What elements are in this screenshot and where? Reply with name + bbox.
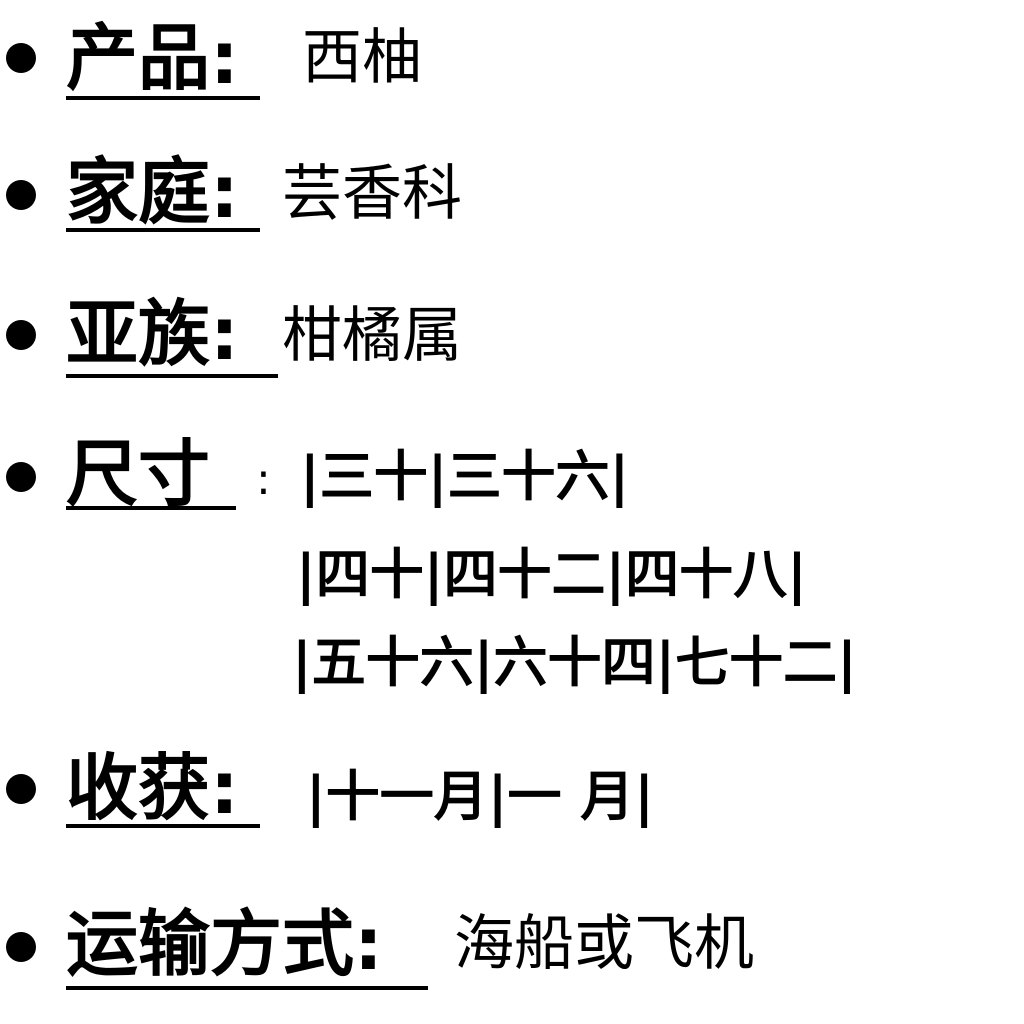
item-label: 产品: [66,16,239,100]
label-underline [66,824,260,828]
item-separator: : [256,454,271,505]
item-label: 运输方式: [66,902,383,986]
item-value: |十一月|一 月| [306,765,654,828]
label-underline [66,96,260,100]
label-underline [66,986,428,990]
label-underline [66,374,278,378]
item-value: 西柚 [302,23,422,93]
bullet-icon [6,462,36,492]
list-item-size: 尺寸 : |三十|三十六| |四十|四十二|四十八| |五十六|六十四|七十二| [0,430,1024,700]
size-values-line-3: |五十六|六十四|七十二| [292,631,857,694]
item-label: 家庭: [66,150,239,234]
item-label: 收获: [66,746,239,830]
size-values-line-2: |四十|四十二|四十八| [296,543,807,606]
item-label: 亚族: [66,292,239,376]
bullet-icon [6,180,36,210]
bullet-icon [6,774,36,804]
item-value: 芸香科 [282,159,462,229]
list-item-family: 家庭: 芸香科 [0,140,1024,240]
item-label: 尺寸 [66,432,211,516]
size-values-line-1: |三十|三十六| [300,445,630,508]
bullet-icon [6,320,36,350]
list-item-harvest: 收获: |十一月|一 月| [0,742,1024,842]
bullet-icon [6,932,36,962]
label-underline [66,228,260,232]
item-value: 柑橘属 [282,301,462,371]
bullet-icon [6,43,36,73]
list-item-subfamily: 亚族: 柑橘属 [0,288,1024,388]
list-item-product: 产品: 西柚 [0,0,1024,100]
label-underline [66,506,236,510]
list-item-shipping: 运输方式: 海船或飞机 [0,900,1024,1000]
item-value: 海船或飞机 [454,909,754,979]
